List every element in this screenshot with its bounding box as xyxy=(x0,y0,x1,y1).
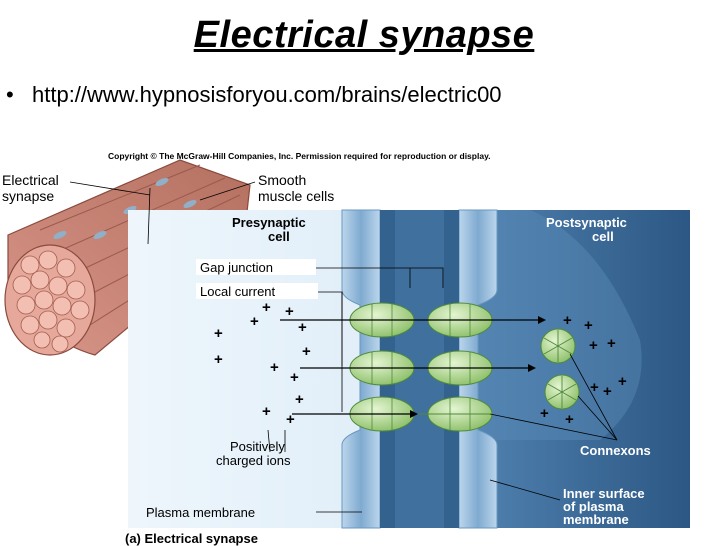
label-electrical-synapse-line1: Electrical xyxy=(2,172,59,188)
label-inner-surface-line1: Inner surface xyxy=(563,486,645,501)
label-gap-junction: Gap junction xyxy=(200,260,273,275)
figure-caption: (a) Electrical synapse xyxy=(125,531,258,546)
label-inner-surface-line2: of plasma xyxy=(563,499,624,514)
label-presynaptic-line2: cell xyxy=(268,229,290,244)
connexons-postsynaptic xyxy=(540,328,580,410)
label-connexons: Connexons xyxy=(580,443,651,458)
connexon-lower xyxy=(544,374,580,410)
svg-text:+: + xyxy=(285,303,294,320)
svg-text:+: + xyxy=(584,317,593,334)
svg-text:+: + xyxy=(262,299,271,316)
svg-text:+: + xyxy=(214,351,223,368)
bullet-url-text[interactable]: http://www.hypnosisforyou.com/brains/ele… xyxy=(32,82,502,107)
local-current-arrows xyxy=(280,316,546,418)
svg-text:+: + xyxy=(290,369,299,386)
label-positively-charged-line1: Positively xyxy=(230,439,285,454)
svg-text:+: + xyxy=(565,411,574,428)
svg-text:+: + xyxy=(540,405,549,422)
svg-text:+: + xyxy=(603,383,612,400)
svg-text:+: + xyxy=(298,319,307,336)
bullet-url-line: • http://www.hypnosisforyou.com/brains/el… xyxy=(6,82,728,108)
svg-text:+: + xyxy=(607,335,616,352)
svg-text:+: + xyxy=(214,325,223,342)
electrical-synapse-diagram: Copyright © The McGraw-Hill Companies, I… xyxy=(2,151,690,546)
label-smooth-muscle-line1: Smooth xyxy=(258,172,306,188)
svg-text:+: + xyxy=(262,403,271,420)
svg-text:+: + xyxy=(618,373,627,390)
label-positively-charged-line2: charged ions xyxy=(216,453,291,468)
svg-text:+: + xyxy=(250,313,259,330)
label-leader-lines xyxy=(147,187,618,513)
svg-text:+: + xyxy=(563,312,572,329)
connexon-upper xyxy=(540,328,576,364)
label-presynaptic-line1: Presynaptic xyxy=(232,215,306,230)
copyright-notice: Copyright © The McGraw-Hill Companies, I… xyxy=(108,151,491,161)
label-inner-surface-line3: membrane xyxy=(563,512,629,527)
svg-text:+: + xyxy=(589,337,598,354)
label-plasma-membrane: Plasma membrane xyxy=(146,505,255,520)
label-smooth-muscle-line2: muscle cells xyxy=(258,188,334,204)
svg-text:+: + xyxy=(270,359,279,376)
label-electrical-synapse-line2: synapse xyxy=(2,188,54,204)
bullet-icon: • xyxy=(6,82,14,107)
slide-title: Electrical synapse xyxy=(193,14,535,56)
positive-ions: + + + + + + + + + + + + + + + + + + + + … xyxy=(214,299,627,428)
svg-text:+: + xyxy=(590,379,599,396)
svg-text:+: + xyxy=(295,391,304,408)
label-local-current: Local current xyxy=(200,284,276,299)
svg-text:+: + xyxy=(302,343,311,360)
svg-text:+: + xyxy=(286,411,295,428)
label-postsynaptic-line1: Postsynaptic xyxy=(546,215,627,230)
label-postsynaptic-line2: cell xyxy=(592,229,614,244)
